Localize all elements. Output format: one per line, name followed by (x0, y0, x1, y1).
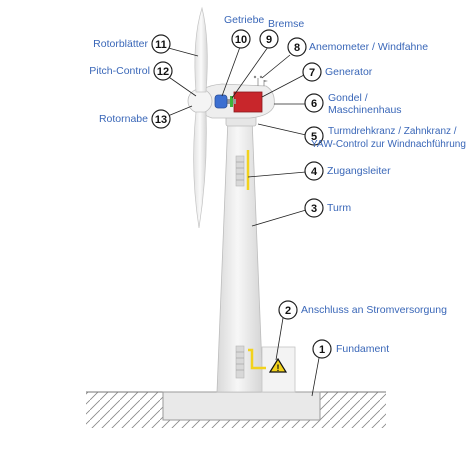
svg-text:!: ! (277, 363, 280, 373)
marker-8 (287, 37, 307, 57)
marker-12 (153, 61, 173, 81)
upper-ladder (235, 150, 250, 190)
marker-3 (304, 198, 324, 218)
marker-11 (151, 34, 171, 54)
lower-ladder (235, 345, 266, 379)
number-8: 8 (294, 42, 300, 54)
label-nacelle-line2: Maschinenhaus (328, 104, 402, 116)
label-nacelle-line1: Gondel / (328, 92, 368, 104)
number-2: 2 (285, 305, 291, 317)
label-ladder: Zugangsleiter (327, 165, 391, 177)
label-yaw-line2: YAW-Control zur Windnachführung (311, 139, 466, 150)
marker-1 (312, 339, 332, 359)
rotor-blade-lower (193, 111, 207, 229)
marker-6 (304, 93, 324, 113)
label-rotor-hub: Rotornabe (98, 113, 148, 125)
rotor-blade-upper (194, 6, 208, 93)
number-6: 6 (311, 98, 317, 110)
label-brake: Bremse (268, 18, 305, 30)
number-10: 10 (235, 34, 247, 46)
number-3: 3 (311, 203, 317, 215)
callout-numbers: 11 12 13 10 9 8 7 6 5 4 3 2 1 (155, 34, 325, 356)
number-1: 1 (319, 344, 325, 356)
label-yaw-line1: Turmdrehkranz / Zahnkranz / (328, 126, 457, 137)
number-13: 13 (155, 114, 167, 126)
number-5: 5 (311, 131, 317, 143)
marker-10 (231, 29, 251, 49)
generator (233, 91, 263, 113)
callout-markers (151, 29, 332, 359)
label-gearbox: Getriebe (224, 14, 265, 26)
number-4: 4 (311, 166, 318, 178)
number-11: 11 (155, 39, 167, 51)
brake (230, 96, 233, 107)
marker-9 (259, 29, 279, 49)
number-9: 9 (266, 34, 272, 46)
marker-2 (278, 300, 298, 320)
number-12: 12 (157, 66, 169, 78)
marker-13 (151, 109, 171, 129)
label-pitch-control: Pitch-Control (89, 65, 150, 77)
warning-triangle-icon: ! (268, 357, 288, 373)
marker-5 (304, 126, 324, 146)
label-power-connection: Anschluss an Stromversorgung (301, 304, 447, 316)
label-rotor-blades: Rotorblätter (93, 38, 148, 50)
label-foundation: Fundament (336, 343, 390, 355)
gearbox (214, 94, 228, 109)
number-7: 7 (309, 67, 315, 79)
label-anemometer: Anemometer / Windfahne (309, 41, 429, 53)
label-tower: Turm (327, 202, 352, 214)
marker-7 (302, 62, 322, 82)
label-generator: Generator (325, 66, 373, 78)
anemometer-icon (253, 75, 268, 86)
marker-4 (304, 161, 324, 181)
foundation (162, 391, 321, 421)
